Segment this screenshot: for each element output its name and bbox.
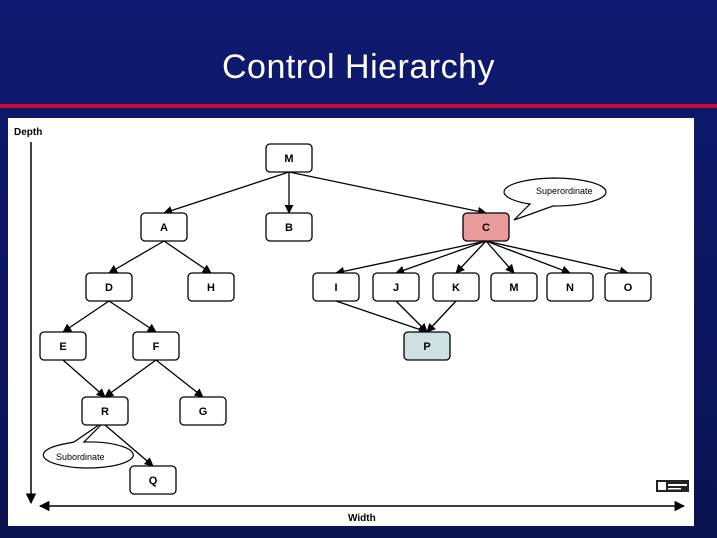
node-box — [403, 331, 451, 361]
edge-r-to-q — [104, 424, 154, 467]
edge-a-to-d — [108, 240, 165, 274]
node-box — [81, 396, 129, 426]
node-label: M — [509, 282, 518, 294]
diagram-panel: Depth Width Superordinate Subordinate M A… — [8, 118, 694, 526]
node-box — [265, 212, 313, 242]
edge-c-to-k — [455, 240, 487, 274]
node-box — [462, 212, 510, 242]
node-c: C — [462, 212, 510, 242]
edge-j-to-p — [395, 300, 428, 333]
edge-c-to-j — [395, 240, 487, 275]
nodes-layer: M A B C D H I J K M N O E F P R G Q — [39, 143, 652, 495]
node-box — [312, 272, 360, 302]
width-axis-label: Width — [348, 513, 376, 524]
edge-m_top-to-c — [288, 171, 487, 216]
node-box — [140, 212, 188, 242]
node-box — [85, 272, 133, 302]
node-box — [129, 465, 177, 495]
node-label: R — [101, 406, 109, 418]
node-label: K — [452, 282, 460, 294]
node-j: J — [372, 272, 420, 302]
node-f: F — [132, 331, 180, 361]
node-e: E — [39, 331, 87, 361]
subordinate-callout — [42, 419, 134, 469]
node-box — [546, 272, 594, 302]
node-n: N — [546, 272, 594, 302]
node-box — [39, 331, 87, 361]
edge-k-to-p — [426, 300, 457, 333]
edge-f-to-g — [155, 359, 204, 398]
node-label: E — [59, 341, 66, 353]
control-hierarchy-diagram: Depth Width Superordinate Subordinate M A… — [14, 127, 689, 524]
node-label: D — [105, 282, 113, 294]
node-box — [179, 396, 227, 426]
title-rule — [0, 104, 717, 108]
edge-c-to-m_mid — [485, 240, 515, 274]
depth-axis-label: Depth — [14, 127, 42, 138]
node-label: P — [423, 341, 430, 353]
superordinate-callout — [503, 177, 607, 221]
node-box — [372, 272, 420, 302]
edge-e-to-r — [62, 359, 106, 398]
node-r: R — [81, 396, 129, 426]
node-label: B — [285, 222, 293, 234]
edge-i-to-p — [335, 300, 428, 334]
edge-d-to-e — [62, 300, 110, 333]
subordinate-callout-text: Subordinate — [56, 452, 105, 462]
node-label: J — [393, 282, 399, 294]
node-q: Q — [129, 465, 177, 495]
superordinate-callout-text: Superordinate — [536, 186, 593, 196]
edge-c-to-o — [485, 240, 629, 276]
node-box — [432, 272, 480, 302]
node-box — [265, 143, 313, 173]
edge-c-to-n — [485, 240, 571, 275]
node-label: N — [566, 282, 574, 294]
node-label: F — [153, 341, 160, 353]
node-label: M — [284, 153, 293, 165]
node-box — [604, 272, 652, 302]
edge-a-to-h — [163, 240, 212, 274]
node-h: H — [187, 272, 235, 302]
node-a: A — [140, 212, 188, 242]
node-label: H — [207, 282, 215, 294]
node-o: O — [604, 272, 652, 302]
edges-layer — [62, 171, 629, 467]
edge-c-to-i — [335, 240, 487, 276]
node-label: I — [334, 282, 337, 294]
node-g: G — [179, 396, 227, 426]
node-d: D — [85, 272, 133, 302]
publisher-logo-icon — [656, 480, 689, 492]
node-m-top: M — [265, 143, 313, 173]
node-box — [187, 272, 235, 302]
node-label: A — [160, 222, 168, 234]
node-label: O — [624, 282, 633, 294]
node-m-mid: M — [490, 272, 538, 302]
node-p: P — [403, 331, 451, 361]
node-k: K — [432, 272, 480, 302]
node-label: Q — [149, 475, 158, 487]
node-i: I — [312, 272, 360, 302]
edge-m_top-to-a — [163, 171, 290, 215]
node-b: B — [265, 212, 313, 242]
node-label: C — [482, 222, 490, 234]
edge-d-to-f — [108, 300, 157, 333]
node-box — [132, 331, 180, 361]
edge-f-to-r — [104, 359, 157, 398]
node-label: G — [199, 406, 208, 418]
slide-title: Control Hierarchy — [221, 48, 496, 86]
node-box — [490, 272, 538, 302]
